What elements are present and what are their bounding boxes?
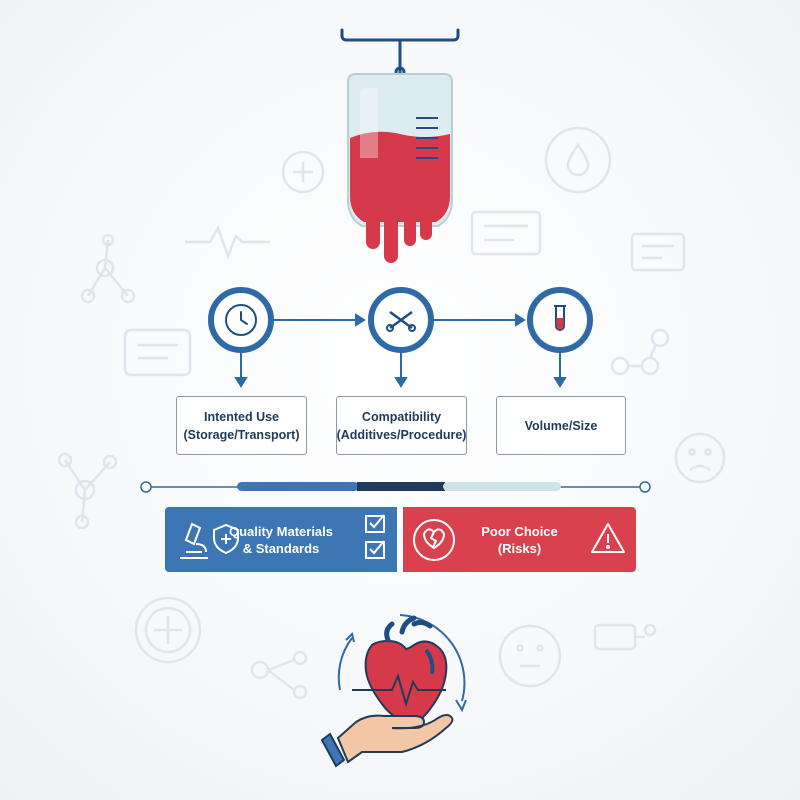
poor-choice-panel: Poor Choice (Risks)	[403, 507, 636, 572]
step-2-subtitle: (Additives/Procedure)	[336, 427, 467, 442]
bag-highlight	[360, 88, 378, 158]
step-1-subtitle: (Storage/Transport)	[183, 427, 300, 442]
molecule-icon	[80, 233, 136, 304]
step-3-title: Volume/Size	[524, 418, 598, 433]
sad-face-icon	[674, 432, 726, 484]
link-icon	[593, 623, 657, 651]
heartbeat-icon	[352, 673, 446, 708]
heartbeat-line-icon	[185, 225, 270, 260]
poor-choice-title: Poor Choice	[481, 523, 558, 539]
hand-icon	[320, 714, 454, 768]
blood-fill	[350, 131, 450, 222]
step-box-compatibility: Compatibility (Additives/Procedure)	[336, 396, 467, 455]
warning-icon	[591, 523, 625, 553]
step-box-intended-use: Intented Use (Storage/Transport)	[176, 396, 307, 455]
checkbox-checked-icon	[365, 514, 385, 559]
poor-choice-subtitle: (Risks)	[497, 540, 542, 556]
medical-chat-icon	[281, 150, 325, 194]
heart-hand-illustration	[320, 614, 467, 768]
microscope-icon	[180, 522, 208, 559]
measurement-marks	[416, 117, 438, 159]
quality-materials-panel: Quality Materials & Standards	[165, 507, 397, 572]
neutral-face-chat-icon	[498, 624, 562, 688]
document-icon	[470, 210, 542, 256]
test-tube-icon	[527, 287, 593, 353]
quality-title: Quality Materials	[228, 523, 334, 539]
blood-bag-illustration	[340, 28, 460, 263]
card-icon	[630, 232, 686, 272]
quality-subtitle: & Standards	[242, 540, 320, 556]
broken-heart-icon	[413, 519, 455, 561]
medical-cross-icon	[134, 596, 202, 664]
clock-icon	[208, 287, 274, 353]
network-icon	[610, 328, 670, 376]
connector-icon	[368, 287, 434, 353]
step-box-volume-size: Volume/Size	[496, 396, 626, 455]
chat-icon	[123, 328, 192, 377]
blood-drips	[366, 220, 432, 263]
heart-icon	[364, 615, 448, 725]
node-graph-icon	[250, 650, 308, 700]
blood-drop-chat-icon	[544, 126, 612, 194]
shield-plus-icon	[213, 523, 239, 555]
step-1-title: Intented Use	[203, 409, 279, 424]
step-2-title: Compatibility	[361, 409, 442, 424]
molecule-left-icon	[57, 452, 118, 530]
